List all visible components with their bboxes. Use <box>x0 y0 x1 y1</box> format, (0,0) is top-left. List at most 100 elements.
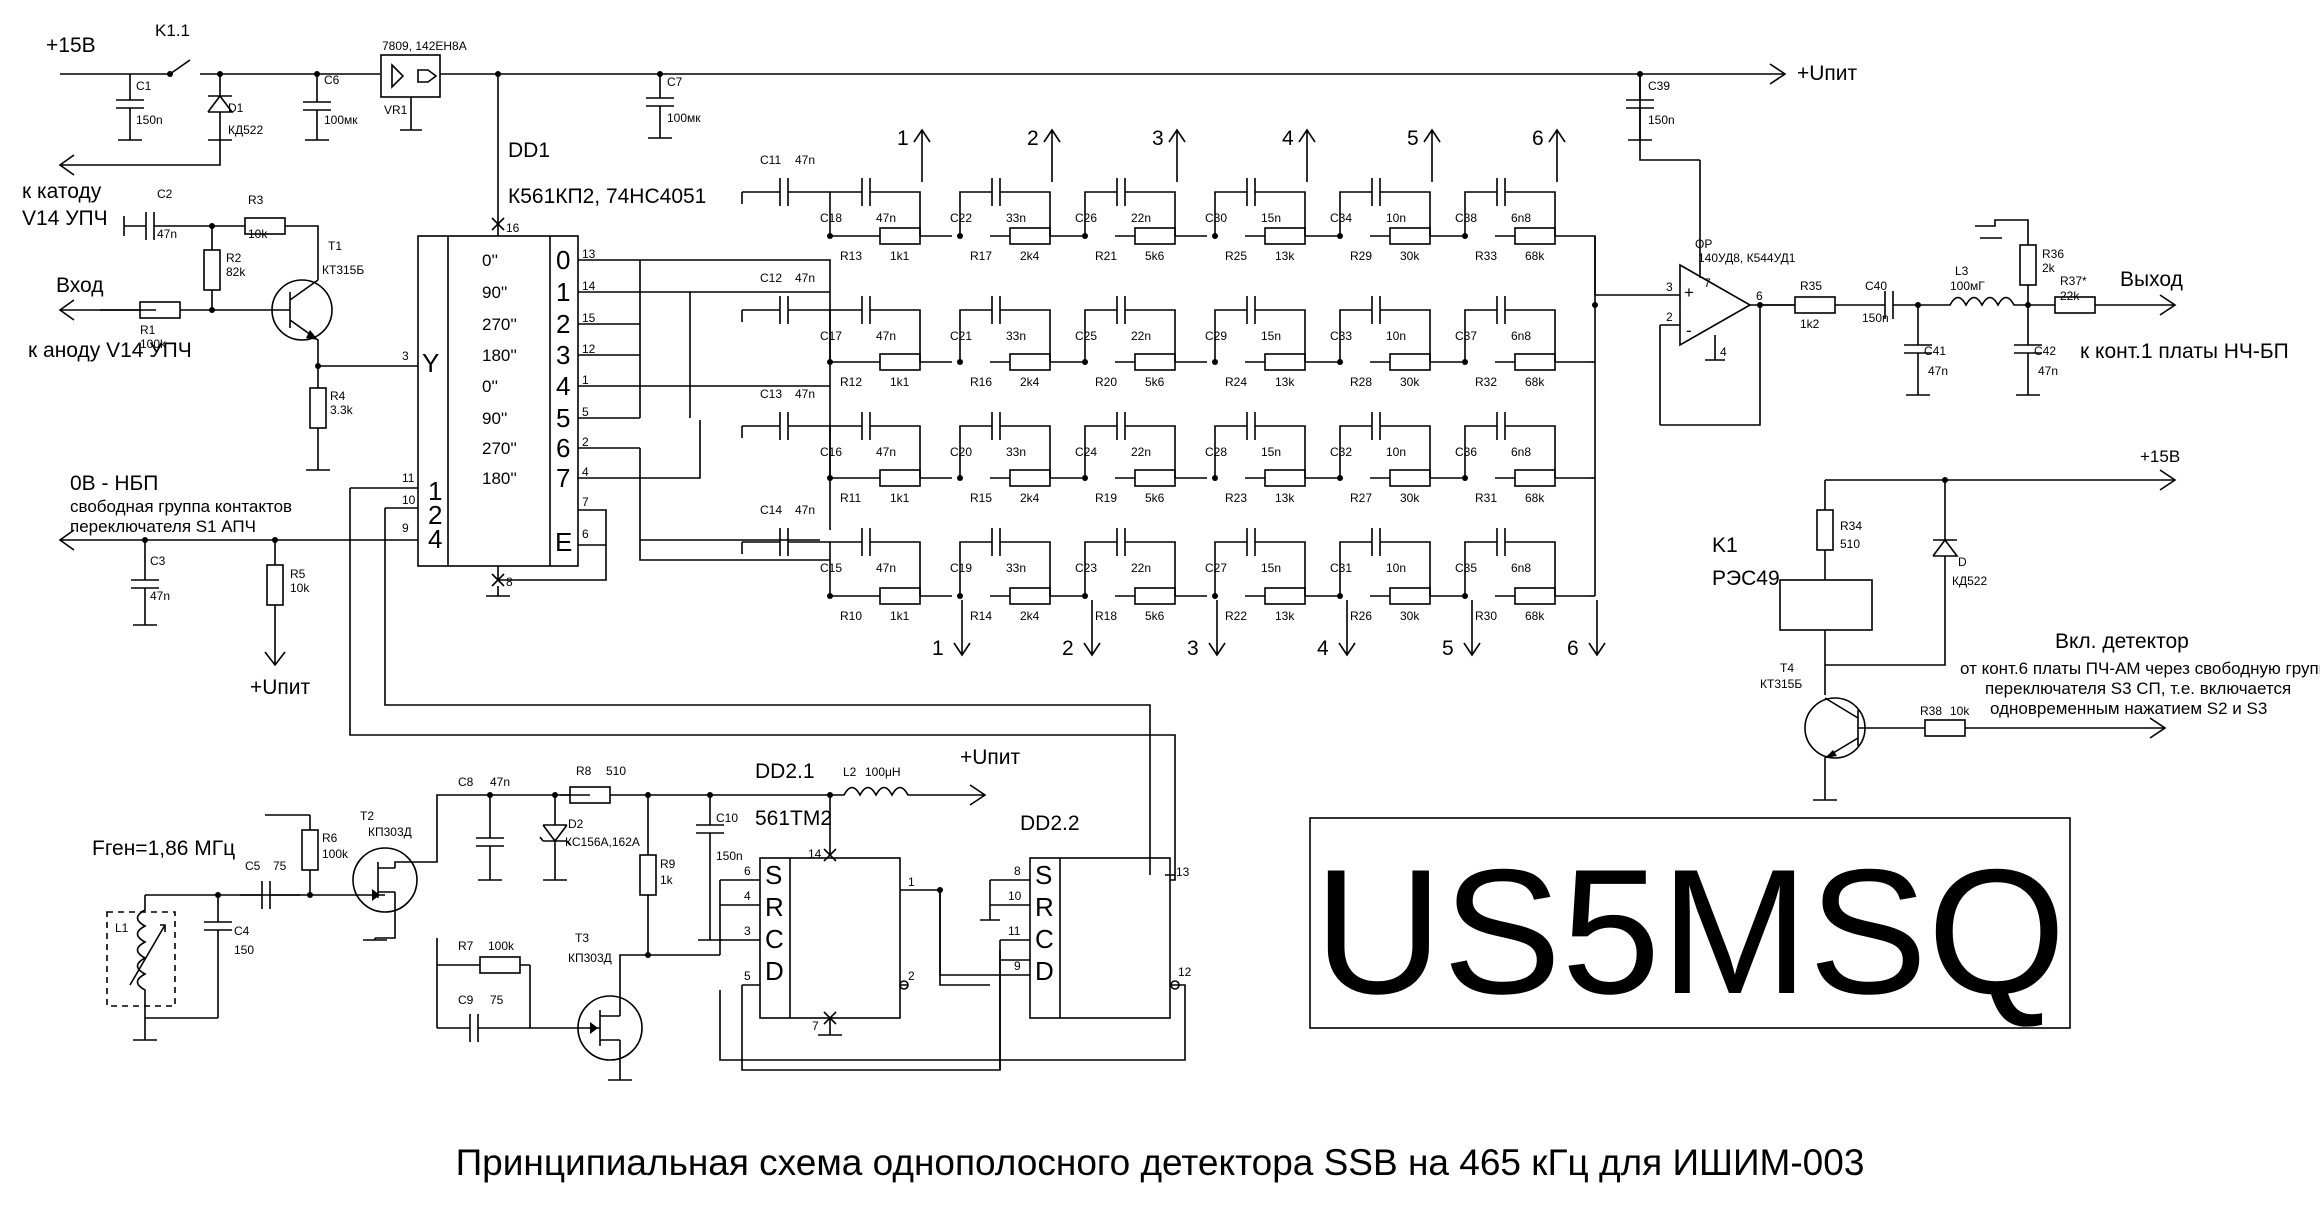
network-resistor-value: 30k <box>1400 249 1420 263</box>
to-cathode-label-2: V14 УПЧ <box>22 207 108 230</box>
stage-number-bottom: 6 <box>1567 637 1579 660</box>
network-cap-ref: C37 <box>1455 329 1477 343</box>
dd1-e-label: E <box>555 527 572 557</box>
network-resistor-value: 13k <box>1275 609 1295 623</box>
network-resistor <box>1264 587 1306 605</box>
network-resistor-ref: R27 <box>1350 491 1372 505</box>
network-bus-junction <box>1592 302 1598 308</box>
resistor-r8 <box>560 786 710 804</box>
dd1-pin6: 6 <box>582 527 589 541</box>
network-cap-ref: C36 <box>1455 445 1477 459</box>
dd1-pin-number: 5 <box>582 405 589 419</box>
network-resistor-value: 30k <box>1400 375 1420 389</box>
regulator-vr1 <box>380 54 441 131</box>
callsign-box <box>1309 817 2071 1029</box>
r38-value: 10k <box>1950 704 1970 718</box>
network-resistor-ref: R30 <box>1475 609 1497 623</box>
d1-ref: D1 <box>228 101 244 115</box>
network-resistor-ref: R29 <box>1350 249 1372 263</box>
ic-dd21 <box>719 848 1001 1071</box>
stage-output-top-arrow <box>1423 128 1441 182</box>
inductor-l1 <box>106 894 300 1041</box>
network-cap-value: 15n <box>1261 211 1281 225</box>
network-junction <box>957 475 963 481</box>
network-junction <box>827 475 833 481</box>
r5-ref: R5 <box>290 567 306 581</box>
stage-output-bottom-arrow <box>1463 600 1481 657</box>
dd1-channel-number: 1 <box>556 277 570 307</box>
dd1-phase-label: 180'' <box>482 469 517 488</box>
power-rail-top <box>60 59 1787 85</box>
dd1-channel-number: 3 <box>556 340 570 370</box>
c6-value: 100мк <box>324 113 358 127</box>
network-cap-ref: C17 <box>820 329 842 343</box>
network-resistor-ref: R26 <box>1350 609 1372 623</box>
d2-value: КС156А,162А <box>565 835 640 849</box>
network-resistor-ref: R31 <box>1475 491 1497 505</box>
r1-value: 100k <box>140 337 167 351</box>
network-resistor <box>1514 353 1556 371</box>
capacitor-c7 <box>646 71 674 139</box>
network-input-capacitor <box>741 296 830 324</box>
dd21-pin3: 3 <box>744 924 751 938</box>
c40-value: 150n <box>1862 311 1889 325</box>
dd1-pin-number: 14 <box>582 279 596 293</box>
network-resistor <box>1009 353 1051 371</box>
dd22-d: D <box>1035 956 1054 986</box>
network-shunt-capacitor <box>1084 178 1176 236</box>
network-resistor-value: 68k <box>1525 375 1545 389</box>
dd21-r: R <box>765 892 784 922</box>
dd22-pin12: 12 <box>1178 965 1192 979</box>
nbp-label: 0В - НБП <box>70 472 158 495</box>
network-cap-value: 22n <box>1131 561 1151 575</box>
r4-ref: R4 <box>330 389 346 403</box>
d2-ref: D2 <box>568 817 584 831</box>
c1-value: 150n <box>136 113 163 127</box>
plus15-relay-label: +15В <box>2140 447 2180 466</box>
dd1-phase-label: 0'' <box>482 251 498 270</box>
op-minus: - <box>1686 321 1692 340</box>
network-cap-value: 47n <box>876 561 896 575</box>
network-junction <box>1337 359 1343 365</box>
resistor-r4 <box>306 366 330 471</box>
network-input-capacitor <box>741 412 830 440</box>
r37-ref: R37* <box>2060 274 2087 288</box>
op-pin2: 2 <box>1666 310 1673 324</box>
network-resistor-value: 13k <box>1275 249 1295 263</box>
resistor-r5 <box>264 537 286 667</box>
c3-ref: C3 <box>150 554 166 568</box>
network-junction <box>1082 233 1088 239</box>
dd1-pin16: 16 <box>506 221 520 235</box>
dd1-part: К561КП2, 74HC4051 <box>508 185 706 208</box>
network-resistor <box>1389 587 1431 605</box>
capacitor-c4 <box>204 892 232 1018</box>
dd22-pin11: 11 <box>1008 924 1021 938</box>
c39-value: 150n <box>1648 113 1675 127</box>
network-resistor-ref: R15 <box>970 491 992 505</box>
network-shunt-capacitor <box>829 296 921 362</box>
network-cap-ref: C19 <box>950 561 972 575</box>
network-junction <box>827 593 833 599</box>
dd22-pin13: 13 <box>1176 865 1190 879</box>
r6-ref: R6 <box>322 831 338 845</box>
network-resistor <box>1009 469 1051 487</box>
network-resistor-ref: R18 <box>1095 609 1117 623</box>
dd21-pin7: 7 <box>812 1019 819 1033</box>
dd21-part: 561ТМ2 <box>755 807 832 830</box>
c5-value: 75 <box>273 859 287 873</box>
network-shunt-capacitor <box>1464 296 1556 362</box>
capacitor-c40 <box>1870 291 1935 319</box>
dd21-pin5: 5 <box>744 969 751 983</box>
network-cap-value: 33n <box>1006 445 1026 459</box>
network-input-cap-ref: C11 <box>760 153 781 167</box>
network-input-cap-ref: C14 <box>760 503 782 517</box>
network-resistor <box>1134 469 1176 487</box>
network-resistor-value: 68k <box>1525 491 1545 505</box>
network-cap-ref: C33 <box>1330 329 1352 343</box>
network-shunt-capacitor <box>1214 528 1306 596</box>
dd22-c: C <box>1035 924 1054 954</box>
network-cap-ref: C25 <box>1075 329 1097 343</box>
